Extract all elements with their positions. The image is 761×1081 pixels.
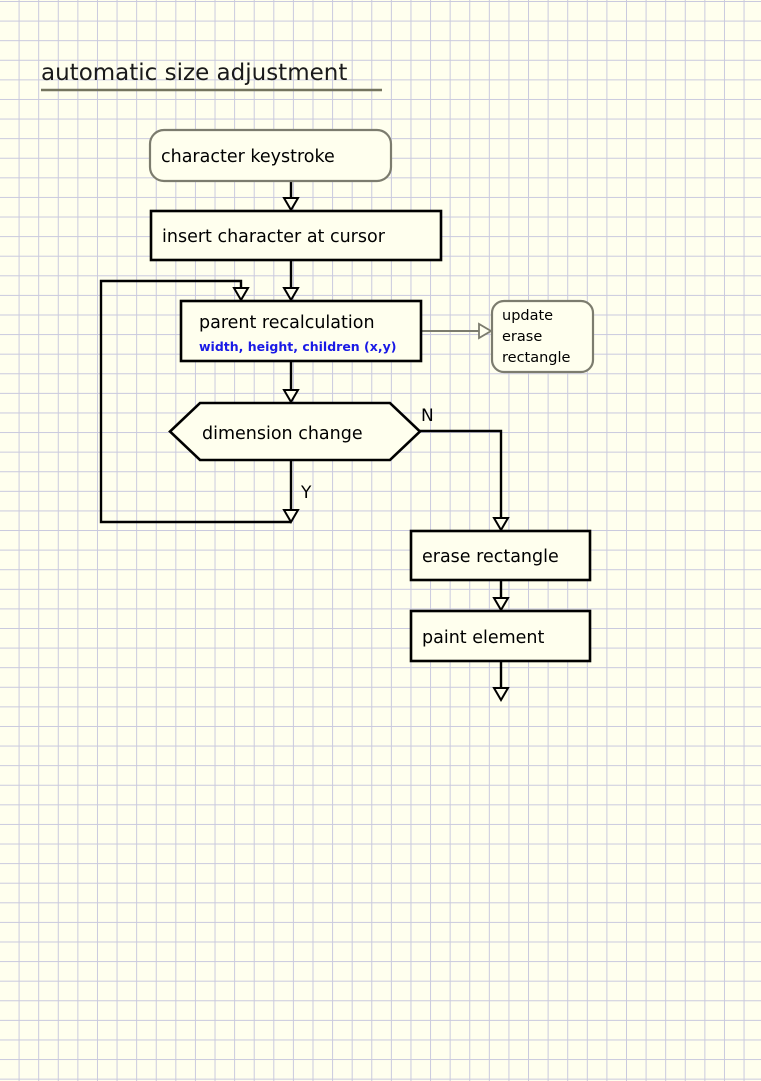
node-shape-rectangle: [179, 299, 423, 363]
node-shape-hexagon: [168, 401, 422, 462]
node-shape-rounded-rectangle: [148, 128, 393, 183]
node-shape-rectangle: [149, 209, 443, 262]
node-label: character keystroke: [161, 147, 335, 167]
node-label-line-2: erase: [502, 329, 542, 345]
node-label-line-1: update: [502, 308, 553, 324]
page-title: automatic size adjustment: [41, 60, 347, 86]
edge-label-yes: Y: [300, 483, 312, 503]
arrowhead-icon: [282, 287, 300, 302]
arrowhead-icon: [478, 322, 493, 340]
arrowhead-icon: [232, 287, 250, 302]
edge-label-no: N: [421, 406, 434, 426]
node-label-line-3: rectangle: [502, 350, 571, 366]
node-label: dimension change: [202, 424, 363, 444]
arrowhead-icon: [282, 389, 300, 404]
arrowhead-icon: [282, 197, 300, 212]
node-shape-rectangle: [409, 529, 592, 582]
node-erase-rectangle[interactable]: erase rectangle: [409, 529, 592, 582]
node-update-erase-rectangle[interactable]: update erase rectangle: [490, 299, 595, 374]
node-character-keystroke[interactable]: character keystroke: [148, 128, 393, 183]
arrowhead-icon: [492, 597, 510, 612]
node-label: parent recalculation: [199, 313, 375, 333]
node-label: erase rectangle: [422, 547, 559, 567]
node-shape-rectangle: [409, 609, 592, 663]
node-parent-recalculation[interactable]: parent recalculation width, height, chil…: [179, 299, 423, 363]
node-insert-character-at-cursor[interactable]: insert character at cursor: [149, 209, 443, 262]
node-shape-rounded-rectangle: [490, 299, 595, 374]
arrowhead-icon: [492, 517, 510, 532]
arrowhead-icon: [492, 687, 510, 702]
node-label: insert character at cursor: [162, 227, 386, 247]
edge-loop-back-to-parent: [99, 279, 291, 524]
node-dimension-change[interactable]: dimension change: [168, 401, 422, 462]
arrowhead-icon: [282, 509, 300, 524]
edge-dimension-no-to-erase: [420, 429, 503, 526]
node-paint-element[interactable]: paint element: [409, 609, 592, 663]
node-sublabel: width, height, children (x,y): [199, 339, 396, 354]
node-label: paint element: [422, 628, 545, 648]
